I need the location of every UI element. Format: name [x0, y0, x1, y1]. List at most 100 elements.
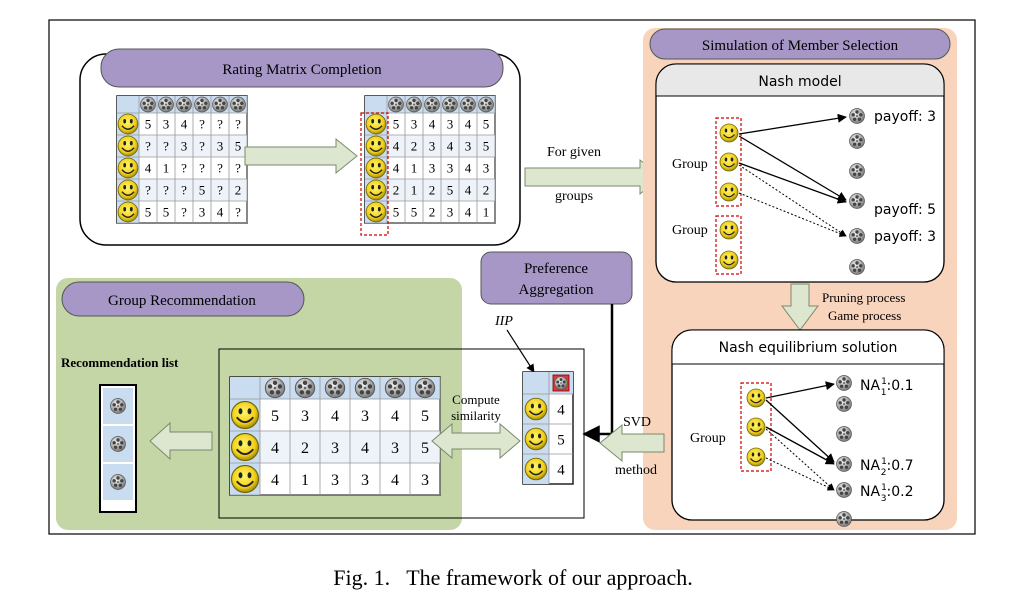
rating-cell: 5 [393, 117, 400, 132]
item-reel-icon [442, 96, 458, 113]
rating-cell: 3 [301, 408, 309, 425]
selection-arrow [738, 162, 847, 204]
rating-cell: 2 [411, 139, 418, 154]
equilibrium-header [671, 329, 945, 365]
item-reel-icon [460, 96, 476, 113]
user-face-icon [365, 135, 387, 157]
rating-cell: ? [199, 161, 205, 176]
similarity-label: similarity [451, 408, 501, 423]
rating-cell: 1 [483, 205, 490, 220]
rating-cell: 4 [465, 117, 472, 132]
item-reel-icon [406, 96, 422, 113]
rating-cell: 3 [447, 117, 454, 132]
rating-cell: 4 [465, 205, 472, 220]
rating-cell: 4 [391, 472, 399, 489]
member-face-icon [719, 152, 739, 172]
rating-cell: 5 [483, 117, 490, 132]
preference-aggregation-pill [480, 251, 633, 305]
rating-cell: 4 [145, 161, 152, 176]
nash-model-header [655, 63, 945, 97]
group-2-box [715, 215, 742, 275]
equilibrium-title: Nash equilibrium solution [719, 340, 898, 356]
user-face-icon [117, 113, 139, 135]
aggregation-label: Aggregation [519, 282, 594, 298]
rating-cell: ? [163, 183, 169, 198]
group-rec-title-pill [61, 281, 305, 317]
rating-cell: 3 [391, 440, 399, 457]
rating-cell: ? [217, 117, 223, 132]
item-reel-icon [158, 96, 174, 113]
item-reel-icon [836, 511, 852, 527]
item-reel-icon [194, 96, 210, 113]
item-reel-icon [836, 426, 852, 442]
rating-cell: 3 [465, 139, 472, 154]
item-reel-icon [424, 96, 440, 113]
iip-value: 4 [557, 463, 565, 479]
item-reel-icon [849, 259, 865, 275]
iip-column: 454 [522, 371, 574, 485]
item-reel-icon [836, 375, 852, 391]
rating-cell: 1 [163, 161, 170, 176]
rating-cell: ? [181, 183, 187, 198]
rating-cell: 3 [429, 161, 436, 176]
item-reel-icon [140, 96, 156, 113]
selection-arrow [765, 426, 835, 465]
recommended-item-icon [110, 474, 126, 490]
selection-arrow [765, 381, 835, 399]
rating-matrix-title-pill [100, 48, 504, 88]
user-face-icon [117, 201, 139, 223]
item-reel-icon [849, 133, 865, 149]
item-reel-icon [212, 96, 228, 113]
rating-cell: 1 [411, 183, 418, 198]
item-reel-icon [836, 482, 852, 498]
outer-frame [48, 19, 976, 535]
equilibrium-group-box [740, 382, 772, 472]
rating-cell: 4 [217, 205, 224, 220]
rating-cell: 4 [393, 161, 400, 176]
rating-cell: 2 [429, 205, 436, 220]
completion-arrow [244, 137, 358, 175]
recommended-item-icon [110, 398, 126, 414]
rating-cell: 3 [447, 161, 454, 176]
user-face-icon [117, 135, 139, 157]
item-reel-icon [264, 377, 286, 399]
payoff-label: payoff: 5 [874, 202, 936, 218]
svd-label: SVD [623, 415, 651, 430]
payoff-label: payoff: 3 [874, 229, 936, 245]
compute-similarity-arrow [431, 422, 521, 460]
pruning-label: Pruning process [822, 290, 905, 305]
user-face-icon [230, 464, 260, 494]
payoff-label: payoff: 3 [874, 109, 936, 125]
item-reel-icon [849, 228, 865, 244]
selection-arrow-dotted [738, 192, 847, 237]
for-given-label: For given [547, 145, 601, 160]
rating-cell: 3 [181, 139, 188, 154]
user-face-icon [117, 179, 139, 201]
rating-cell: ? [181, 161, 187, 176]
selection-arrow [765, 399, 835, 463]
user-face-icon [524, 397, 548, 421]
rating-matrix-title: Rating Matrix Completion [222, 62, 382, 78]
user-face-icon [230, 432, 260, 462]
rating-cell: 3 [411, 117, 418, 132]
selection-arrow-dotted [765, 457, 835, 491]
simulation-title: Simulation of Member Selection [702, 38, 899, 54]
user-face-icon [365, 157, 387, 179]
rating-cell: 2 [235, 183, 242, 198]
simulation-title-pill [649, 28, 951, 60]
rating-cell: ? [217, 161, 223, 176]
item-reel-icon [836, 396, 852, 412]
rating-cell: 4 [465, 161, 472, 176]
item-reel-icon [324, 377, 346, 399]
rating-cell: 2 [483, 183, 490, 198]
rating-cell: 5 [145, 205, 152, 220]
pruning-arrow [781, 283, 819, 331]
rating-cell: 3 [483, 161, 490, 176]
rating-cell: 2 [429, 183, 436, 198]
iip-pointer-arrow [506, 329, 535, 373]
iip-label: IIP [494, 314, 513, 329]
rating-cell: 3 [421, 472, 429, 489]
